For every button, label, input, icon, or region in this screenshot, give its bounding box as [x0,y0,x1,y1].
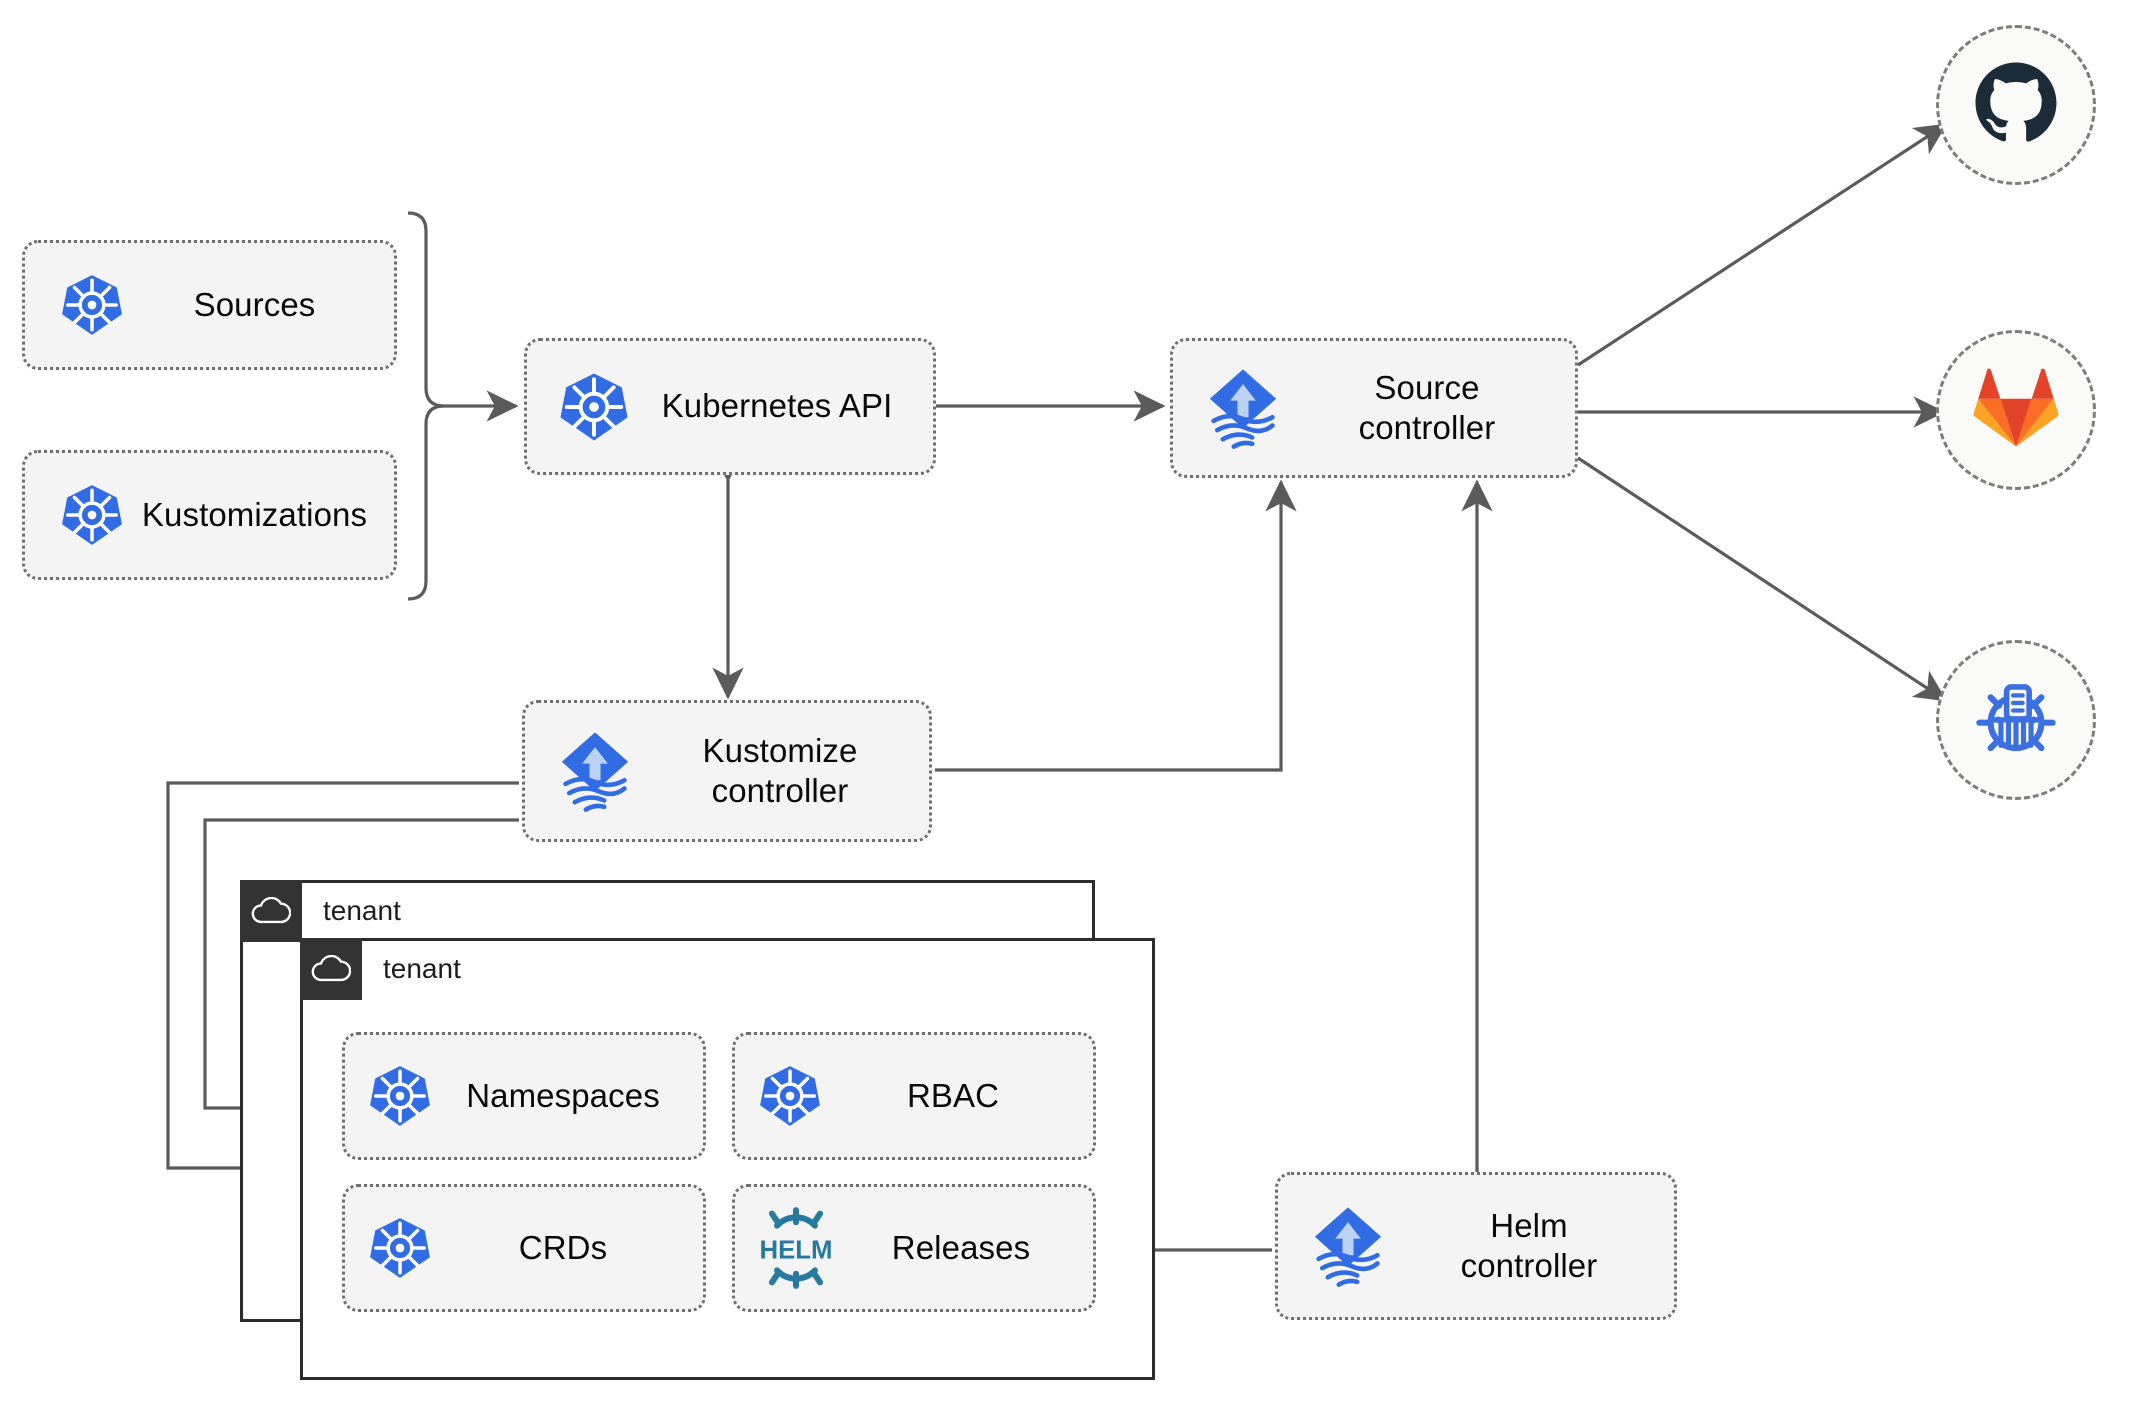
node-source-controller-label: Source controller [1358,368,1496,446]
node-rbac-label: RBAC [906,1076,1000,1114]
cloud-icon [240,880,302,942]
node-releases-label: Releases [891,1228,1031,1266]
gitlab-icon [1970,362,2062,459]
node-source-controller[interactable]: Source controller [1170,338,1578,478]
cloud-icon [300,938,362,1000]
node-kustomizations[interactable]: Kustomizations [22,450,397,580]
tenant-inner-label: tenant [383,953,461,984]
node-kustomize-controller-label: Kustomize controller [702,731,858,809]
tenant-outer-label: tenant [323,895,401,926]
node-namespaces-label: Namespaces [466,1076,660,1114]
endpoint-gitlab[interactable] [1936,330,2096,490]
wire-source-controller-to-github [1577,123,1948,367]
kubernetes-icon [557,370,631,444]
wire-kustomize-to-source-controller [935,479,1297,772]
node-kubernetes-api-label: Kubernetes API [661,387,893,425]
flux-icon [549,725,641,817]
sources-group-bracket [407,211,445,601]
helm-wordmark: HELM [759,1236,832,1264]
kubernetes-icon [59,272,125,338]
wire-source-controller-to-helm-repository [1577,456,1948,702]
kubernetes-icon [59,482,125,548]
node-rbac[interactable]: RBAC [732,1032,1096,1160]
node-kustomize-controller[interactable]: Kustomize controller [522,700,932,842]
kubernetes-icon [757,1063,823,1129]
kubernetes-icon [367,1215,433,1281]
helm-icon: HELM [753,1205,839,1291]
helm-repository-icon [1969,671,2063,770]
github-icon [1970,57,2062,154]
node-crds[interactable]: CRDs [342,1184,706,1312]
node-kustomizations-label: Kustomizations [141,495,368,533]
node-sources-label: Sources [193,285,316,323]
flux-icon [1197,362,1289,454]
node-helm-controller[interactable]: Helm controller [1275,1172,1677,1320]
node-sources[interactable]: Sources [22,240,397,370]
node-namespaces[interactable]: Namespaces [342,1032,706,1160]
node-kubernetes-api[interactable]: Kubernetes API [524,338,936,475]
endpoint-helm-repository[interactable] [1936,640,2096,800]
kubernetes-icon [367,1063,433,1129]
node-helm-controller-label: Helm controller [1460,1206,1598,1284]
endpoint-github[interactable] [1936,25,2096,185]
node-crds-label: CRDs [518,1228,608,1266]
flux-icon [1302,1200,1394,1292]
node-releases[interactable]: HELM Releases [732,1184,1096,1312]
